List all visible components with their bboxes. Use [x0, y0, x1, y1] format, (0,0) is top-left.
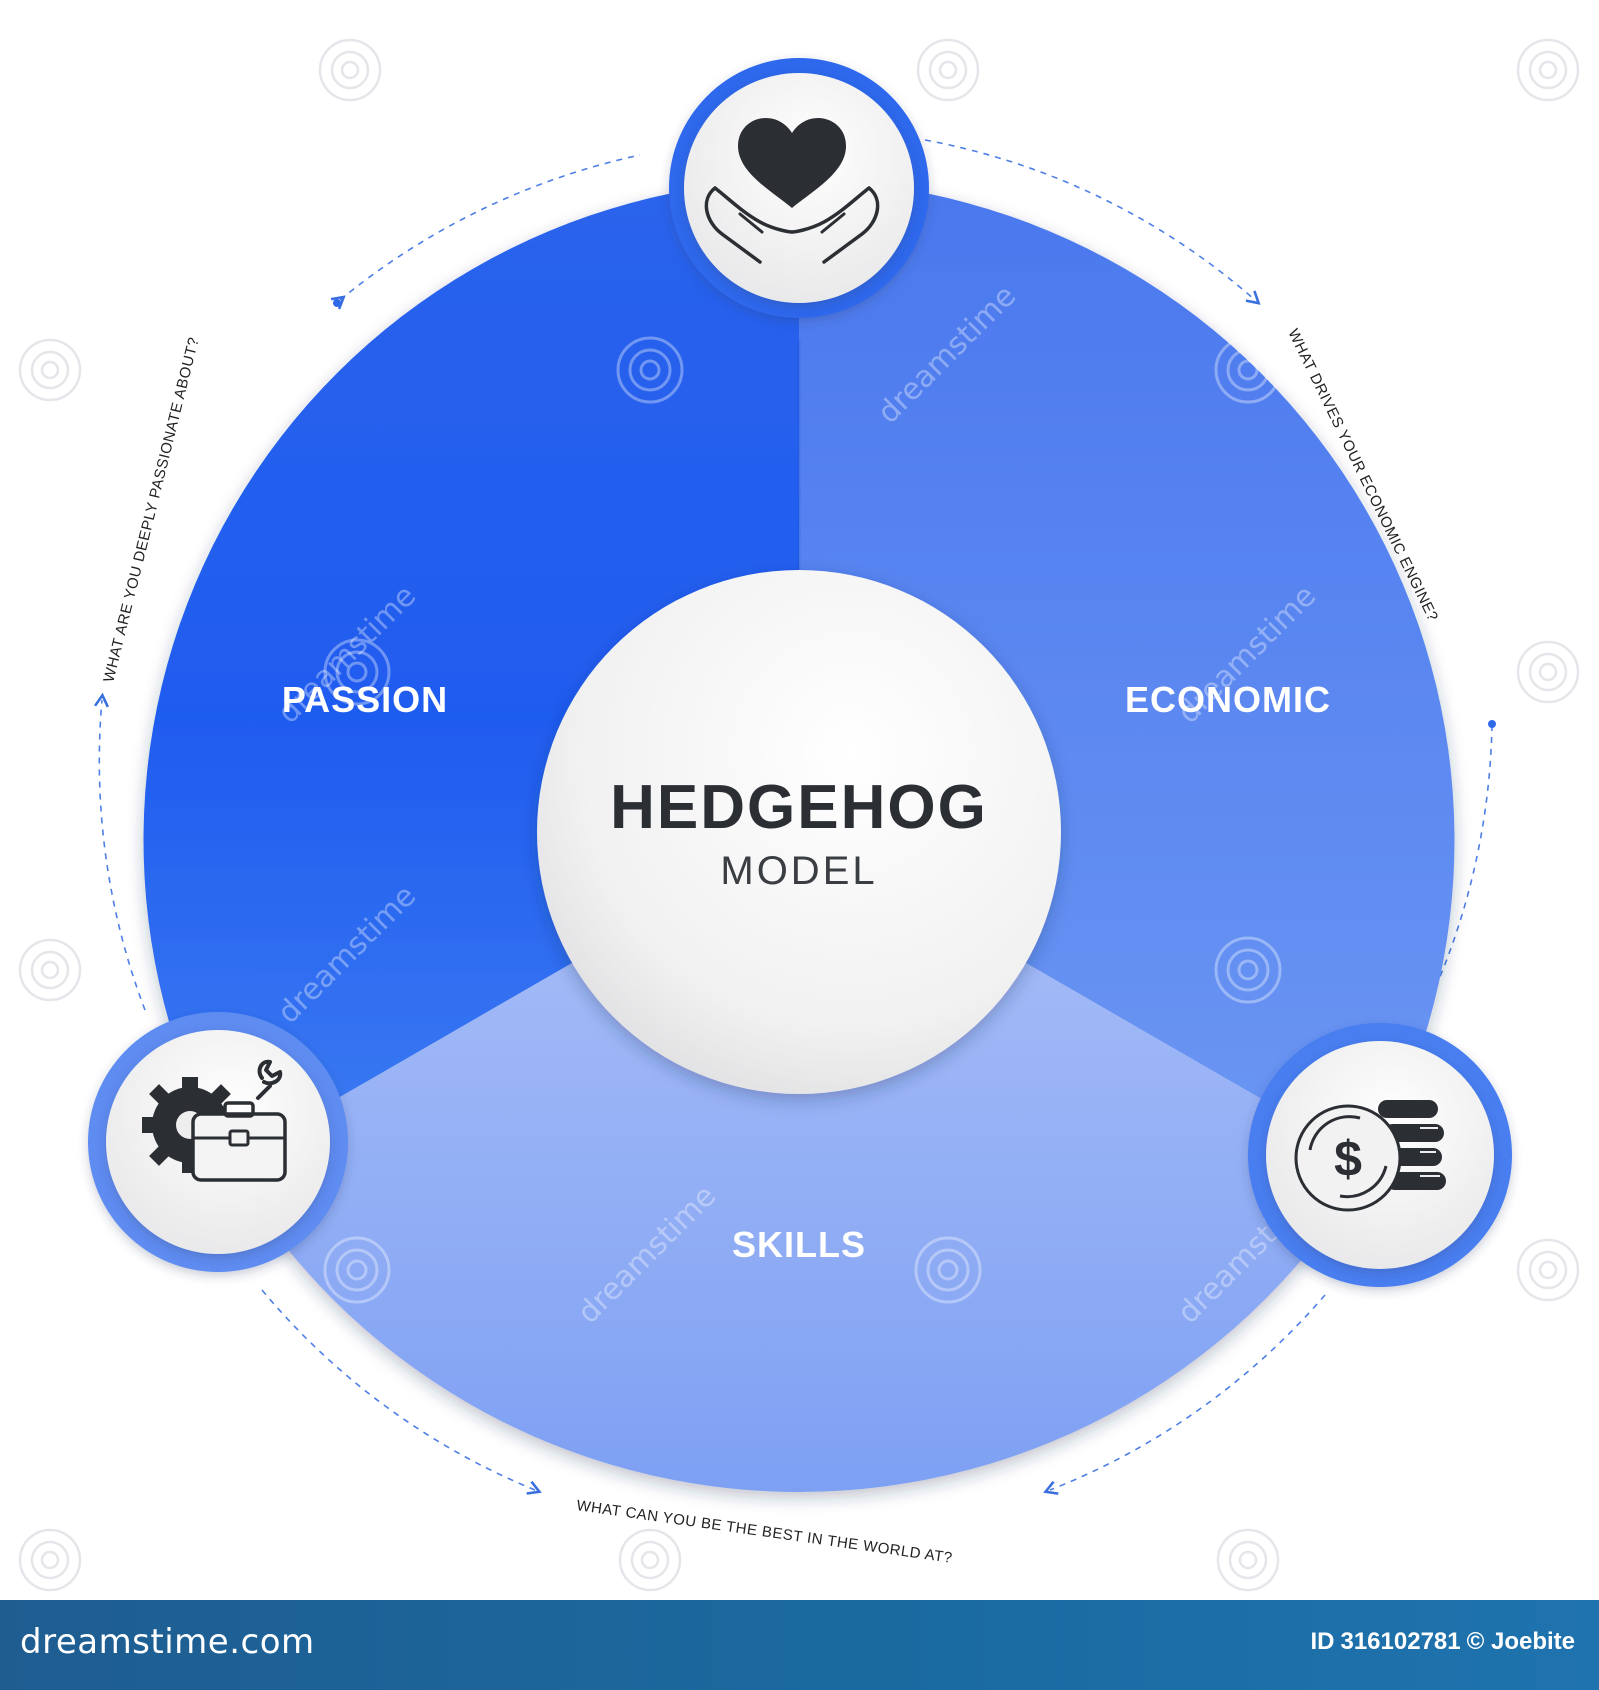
center-subtitle: MODEL — [720, 849, 877, 893]
watermark-spirals — [323, 336, 1282, 1304]
dollar-coins-icon: $ — [1294, 1100, 1446, 1212]
segment-label-economic: ECONOMIC — [1125, 679, 1331, 720]
center-title: HEDGEHOG — [610, 773, 988, 842]
arc-passion-top — [330, 154, 641, 310]
arc-skills-right — [1043, 1294, 1326, 1495]
segment-skills — [227, 832, 1371, 1493]
segment-label-skills: SKILLS — [732, 1224, 866, 1265]
footer-logo[interactable]: dreamstime.com — [20, 1622, 315, 1662]
arc-passion-left — [94, 692, 146, 1011]
footer-credit: © Joebite — [1466, 1628, 1575, 1655]
gear-wrench-briefcase-icon — [142, 1059, 287, 1182]
badge-passion — [669, 58, 929, 318]
footer-id-number: 316102781 — [1340, 1628, 1461, 1655]
hedgehog-diagram: dreamstime dreamstime dreamstime dreamst… — [18, 38, 1580, 1592]
heart-in-hands-icon — [704, 118, 880, 264]
watermark-spirals-bg — [18, 38, 1580, 1592]
arc-economic-top — [924, 139, 1261, 305]
center-circle: HEDGEHOG MODEL — [537, 570, 1061, 1094]
ring-dot-economic — [1488, 720, 1496, 728]
badge-economic: $ — [1248, 1023, 1512, 1287]
arc-skills-left — [261, 1289, 542, 1495]
ring-dot-passion — [333, 299, 341, 307]
svg-text:$: $ — [1334, 1131, 1362, 1187]
segment-label-passion: PASSION — [282, 679, 448, 720]
badge-skills — [88, 1012, 348, 1272]
footer-id-label: ID — [1310, 1628, 1335, 1655]
diagram-canvas: dreamstime dreamstime dreamstime dreamst… — [18, 38, 1580, 1592]
outer-dashed-ring — [94, 139, 1493, 1495]
